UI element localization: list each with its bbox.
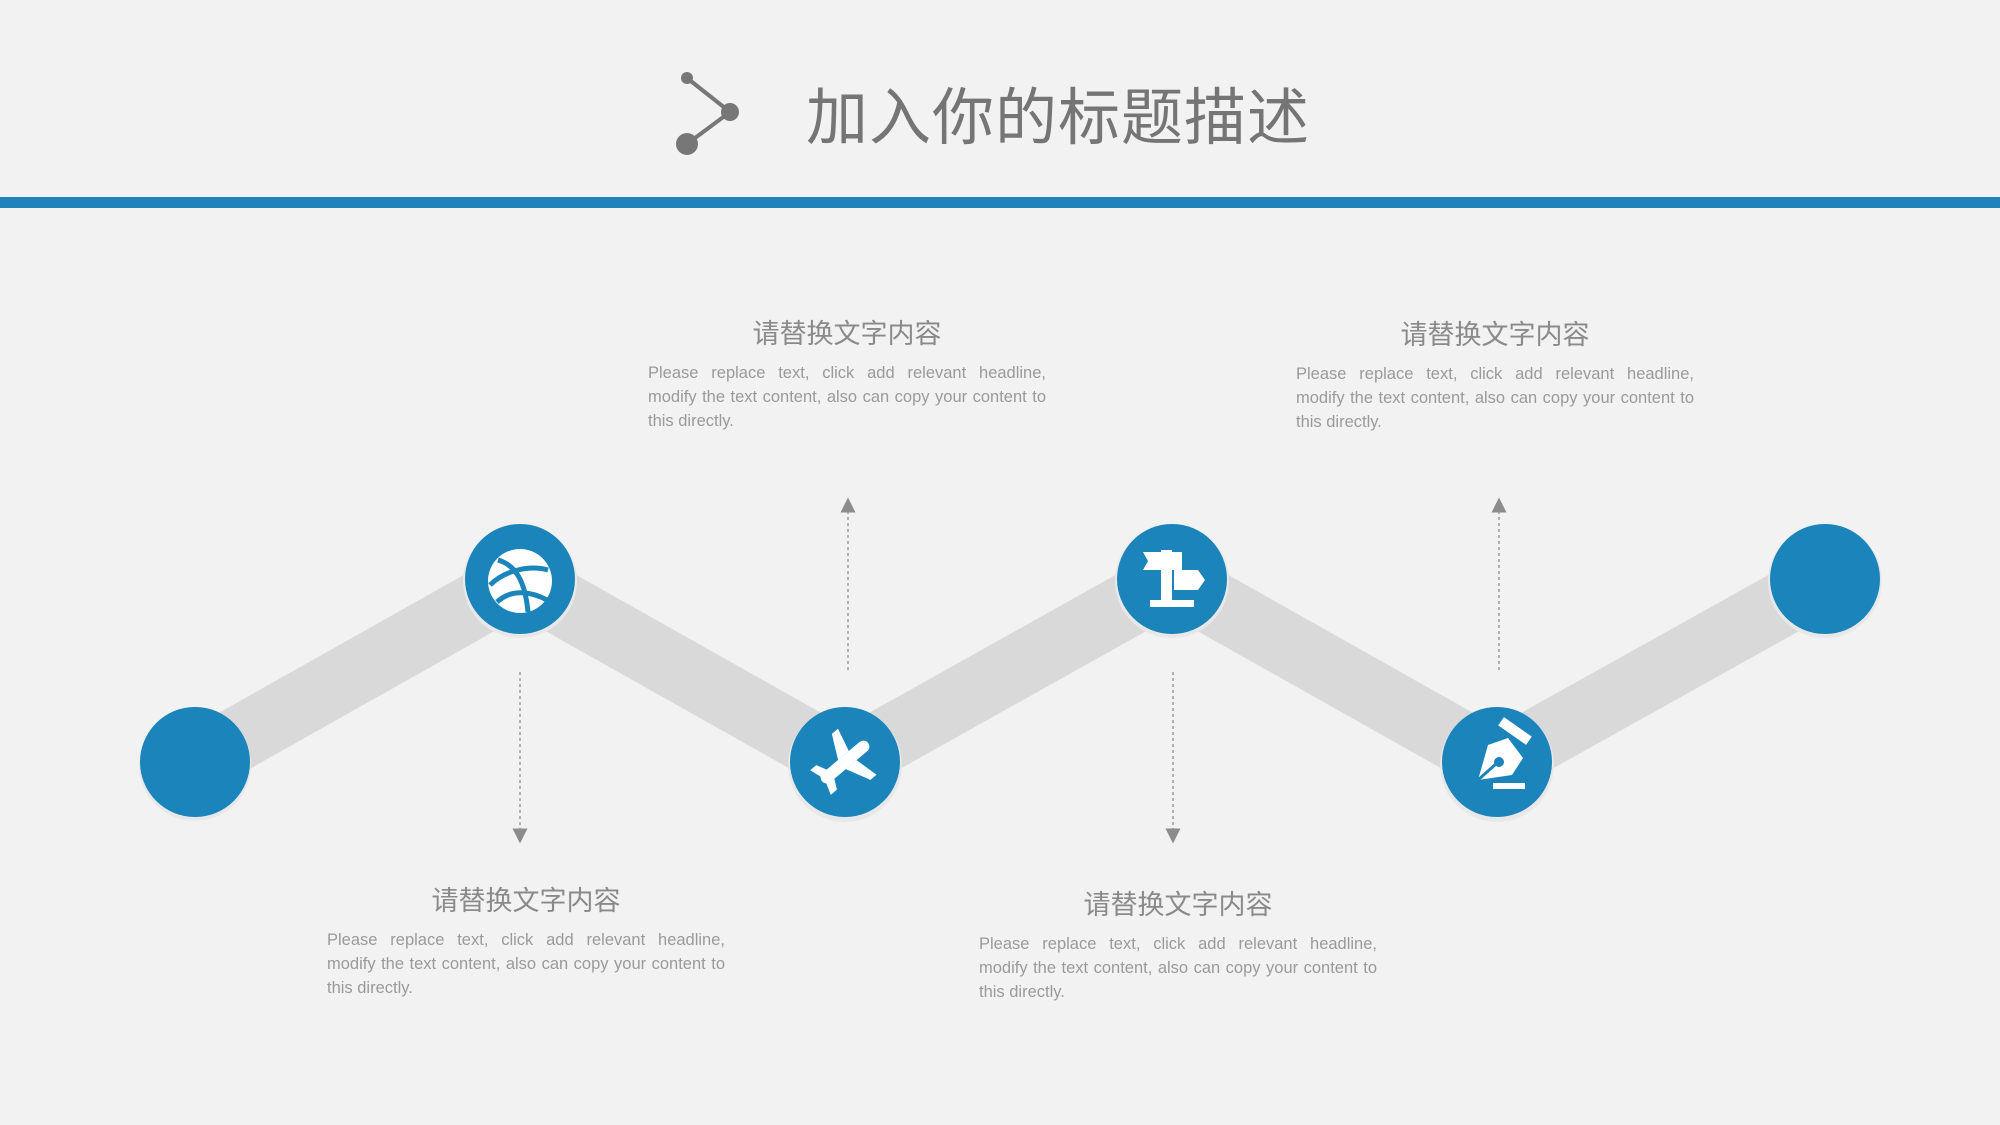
share-nodes-icon <box>676 72 739 155</box>
timeline-node-end <box>1768 524 1882 638</box>
header-divider <box>0 197 2000 208</box>
text-block-title: 请替换文字内容 <box>752 319 942 350</box>
airplane-icon <box>810 728 877 795</box>
text-block-title: 请替换文字内容 <box>1083 890 1273 921</box>
text-block-title: 请替换文字内容 <box>1400 320 1590 351</box>
signpost-icon <box>1143 550 1205 607</box>
text-block-1: 请替换文字内容 Please replace text, click add r… <box>327 884 725 1000</box>
timeline-node-3 <box>1115 524 1229 638</box>
text-block-body: Please replace text, click add relevant … <box>1296 365 1694 431</box>
text-block-4: 请替换文字内容 Please replace text, click add r… <box>1296 318 1694 434</box>
timeline-node-start <box>139 707 251 821</box>
timeline-node-2 <box>788 707 902 822</box>
timeline-node-1 <box>463 524 577 638</box>
text-block-title: 请替换文字内容 <box>431 886 621 917</box>
fountain-pen-icon <box>1476 717 1532 789</box>
text-block-body: Please replace text, click add relevant … <box>327 931 725 997</box>
dribbble-ball-icon <box>488 549 552 613</box>
text-block-2: 请替换文字内容 Please replace text, click add r… <box>648 317 1046 433</box>
text-block-body: Please replace text, click add relevant … <box>979 935 1377 1001</box>
text-block-body: Please replace text, click add relevant … <box>648 364 1046 430</box>
timeline-track <box>179 543 1841 800</box>
timeline-node-4 <box>1440 707 1554 822</box>
text-block-3: 请替换文字内容 Please replace text, click add r… <box>979 888 1377 1004</box>
page-title: 加入你的标题描述 <box>806 81 1311 154</box>
